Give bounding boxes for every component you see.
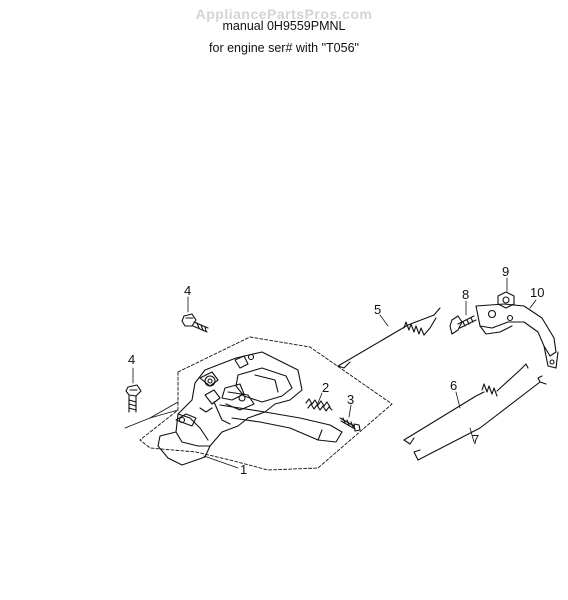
callout-7: 7 bbox=[472, 432, 479, 447]
callout-10: 10 bbox=[530, 285, 544, 300]
callout-9: 9 bbox=[502, 264, 509, 279]
callout-1: 1 bbox=[240, 462, 247, 477]
bracket-part-10[interactable] bbox=[475, 299, 559, 369]
leader-line-part-1 bbox=[203, 455, 239, 469]
manual-title: manual 0H9559PMNL bbox=[222, 19, 346, 33]
callout-5: 5 bbox=[374, 302, 381, 317]
bolt-part-8[interactable] bbox=[449, 300, 477, 335]
callout-4-upper: 4 bbox=[184, 283, 191, 298]
spring-part-2[interactable] bbox=[305, 392, 333, 412]
callout-4-lower: 4 bbox=[128, 352, 135, 367]
assembly-outline bbox=[139, 336, 393, 471]
choke-rod-part-7[interactable] bbox=[413, 375, 547, 461]
screw-part-3[interactable] bbox=[339, 404, 361, 432]
nut-part-9[interactable] bbox=[497, 277, 515, 309]
bolt-part-4-upper[interactable] bbox=[181, 296, 209, 333]
bolt-part-4-lower[interactable] bbox=[124, 367, 179, 429]
callout-2: 2 bbox=[322, 380, 329, 395]
governor-rod-part-5[interactable] bbox=[337, 307, 441, 369]
watermark-text: AppliancePartsPros.com bbox=[195, 6, 373, 22]
callout-6: 6 bbox=[450, 378, 457, 393]
control-plate-part[interactable] bbox=[157, 351, 343, 466]
callout-8: 8 bbox=[462, 287, 469, 302]
engine-serial-subtitle: for engine ser# with "T056" bbox=[209, 41, 359, 55]
callout-3: 3 bbox=[347, 392, 354, 407]
throttle-rod-part-6[interactable] bbox=[403, 363, 529, 445]
